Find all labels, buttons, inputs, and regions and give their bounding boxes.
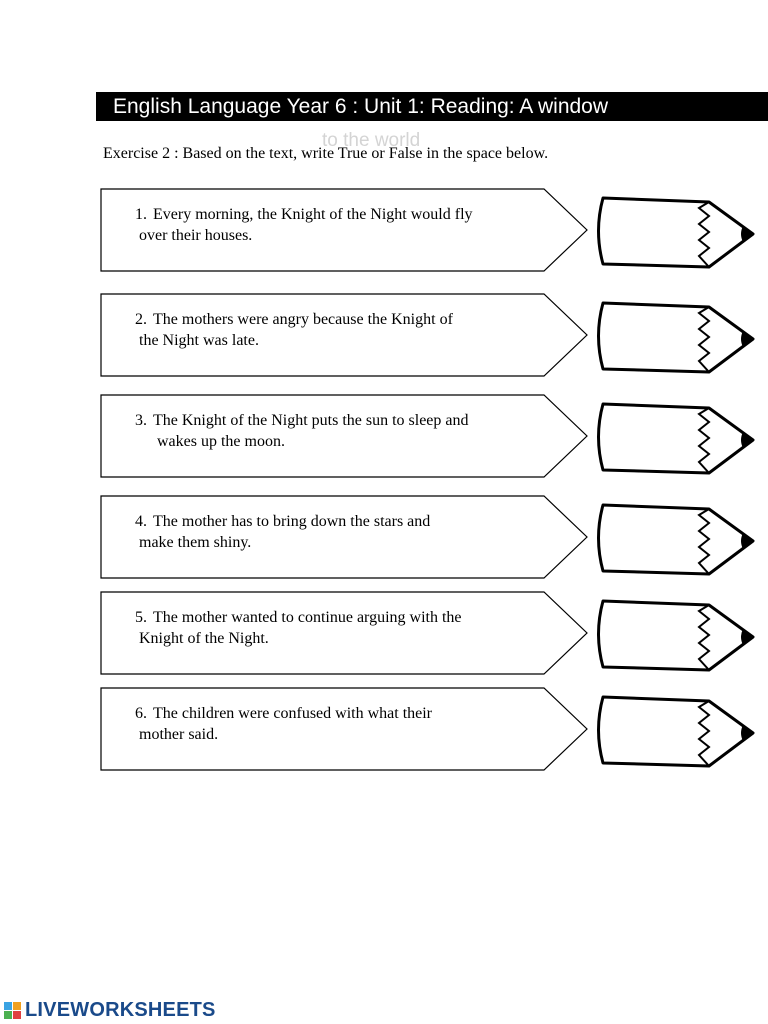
liveworksheets-logo-icon [4, 1001, 21, 1019]
exercise-instruction: Exercise 2 : Based on the text, write Tr… [103, 145, 549, 162]
question-line: The children were confused with what the… [153, 705, 433, 722]
question-line: The Knight of the Night puts the sun to … [153, 412, 469, 429]
page-title-overflow: to the world [322, 130, 421, 151]
pencil-icon[interactable] [593, 501, 763, 581]
question-line: over their houses. [139, 227, 253, 244]
question-item-5: 5. The mother wanted to continue arguing … [100, 591, 766, 677]
footer-logo[interactable]: LIVEWORKSHEETS [4, 999, 216, 1022]
question-number: 6. [135, 705, 147, 722]
question-box [100, 394, 588, 478]
question-line: Every morning, the Knight of the Night w… [153, 206, 473, 223]
question-box [100, 591, 588, 675]
pencil-icon[interactable] [593, 597, 763, 677]
question-box [100, 293, 588, 377]
question-number: 1. [135, 206, 147, 223]
question-text: 6. The children were confused with what t… [135, 703, 545, 745]
pencil-icon[interactable] [593, 194, 763, 274]
pencil-icon[interactable] [593, 693, 763, 773]
question-line: mother said. [139, 726, 219, 743]
question-item-4: 4. The mother has to bring down the stars… [100, 495, 766, 581]
question-line: Knight of the Night. [139, 630, 269, 647]
pencil-icon[interactable] [593, 299, 763, 379]
question-text: 2. The mothers were angry because the Kni… [135, 309, 545, 351]
question-item-1: 1. Every morning, the Knight of the Night… [100, 188, 766, 274]
question-line: The mother wanted to continue arguing wi… [153, 609, 462, 626]
question-item-6: 6. The children were confused with what t… [100, 687, 766, 773]
question-line: The mother has to bring down the stars a… [153, 513, 431, 530]
question-number: 3. [135, 412, 147, 429]
question-text: 5. The mother wanted to continue arguing … [135, 607, 545, 649]
question-number: 5. [135, 609, 147, 626]
question-line: wakes up the moon. [157, 433, 285, 450]
question-number: 4. [135, 513, 147, 530]
question-box [100, 495, 588, 579]
question-box [100, 188, 588, 272]
question-text: 3. The Knight of the Night puts the sun t… [135, 410, 545, 452]
pencil-icon[interactable] [593, 400, 763, 480]
question-item-2: 2. The mothers were angry because the Kni… [100, 293, 766, 379]
page-title: English Language Year 6 : Unit 1: Readin… [96, 92, 768, 121]
question-text: 1. Every morning, the Knight of the Night… [135, 204, 545, 246]
question-line: the Night was late. [139, 332, 259, 349]
question-item-3: 3. The Knight of the Night puts the sun t… [100, 394, 766, 480]
question-number: 2. [135, 311, 147, 328]
question-line: make them shiny. [139, 534, 252, 551]
question-box [100, 687, 588, 771]
footer-logo-text: LIVEWORKSHEETS [25, 999, 216, 1021]
question-text: 4. The mother has to bring down the stars… [135, 511, 545, 553]
question-line: The mothers were angry because the Knigh… [153, 311, 453, 328]
